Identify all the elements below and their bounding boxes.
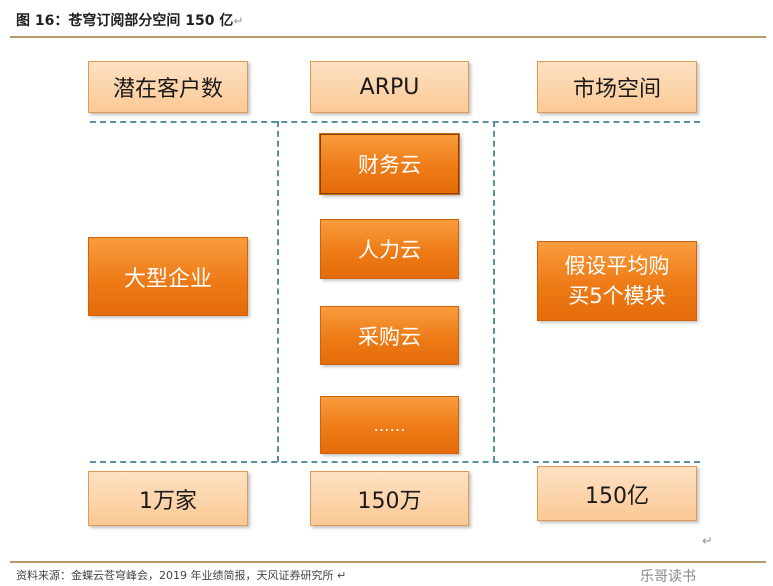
dashed-line-left (277, 121, 279, 462)
assumption-box: 假设平均购 买5个模块 (537, 241, 697, 321)
dashed-line-right (493, 121, 495, 462)
figure-title: 图 16：苍穹订阅部分空间 150 亿↵ (16, 10, 243, 30)
module-procurement-cloud: 采购云 (320, 306, 459, 365)
assumption-line-2: 买5个模块 (568, 284, 666, 308)
total-market-space: 150亿 (537, 466, 697, 521)
source-note: 资料来源：金蝶云苍穹峰会，2019 年业绩简报，天风证券研究所 ↵ (16, 569, 347, 582)
return-mark: ↵ (233, 14, 244, 28)
header-arpu: ARPU (310, 61, 469, 113)
header-market-space: 市场空间 (537, 61, 697, 113)
total-arpu: 150万 (310, 471, 469, 526)
bottom-rule (10, 561, 766, 563)
total-customers: 1万家 (88, 471, 248, 526)
large-enterprise-box: 大型企业 (88, 237, 248, 316)
assumption-line-1: 假设平均购 (564, 253, 670, 278)
module-more: …… (320, 396, 459, 454)
dashed-line-bottom (90, 461, 700, 463)
figure-title-text: 图 16：苍穹订阅部分空间 150 亿 (16, 13, 234, 29)
header-potential-customers: 潜在客户数 (88, 61, 248, 113)
watermark: 乐哥读书 (640, 569, 696, 585)
enter-mark: ↵ (702, 534, 713, 549)
module-hr-cloud: 人力云 (320, 219, 459, 279)
title-rule (10, 36, 766, 38)
module-finance-cloud: 财务云 (320, 134, 459, 194)
dashed-line-top (90, 121, 700, 123)
